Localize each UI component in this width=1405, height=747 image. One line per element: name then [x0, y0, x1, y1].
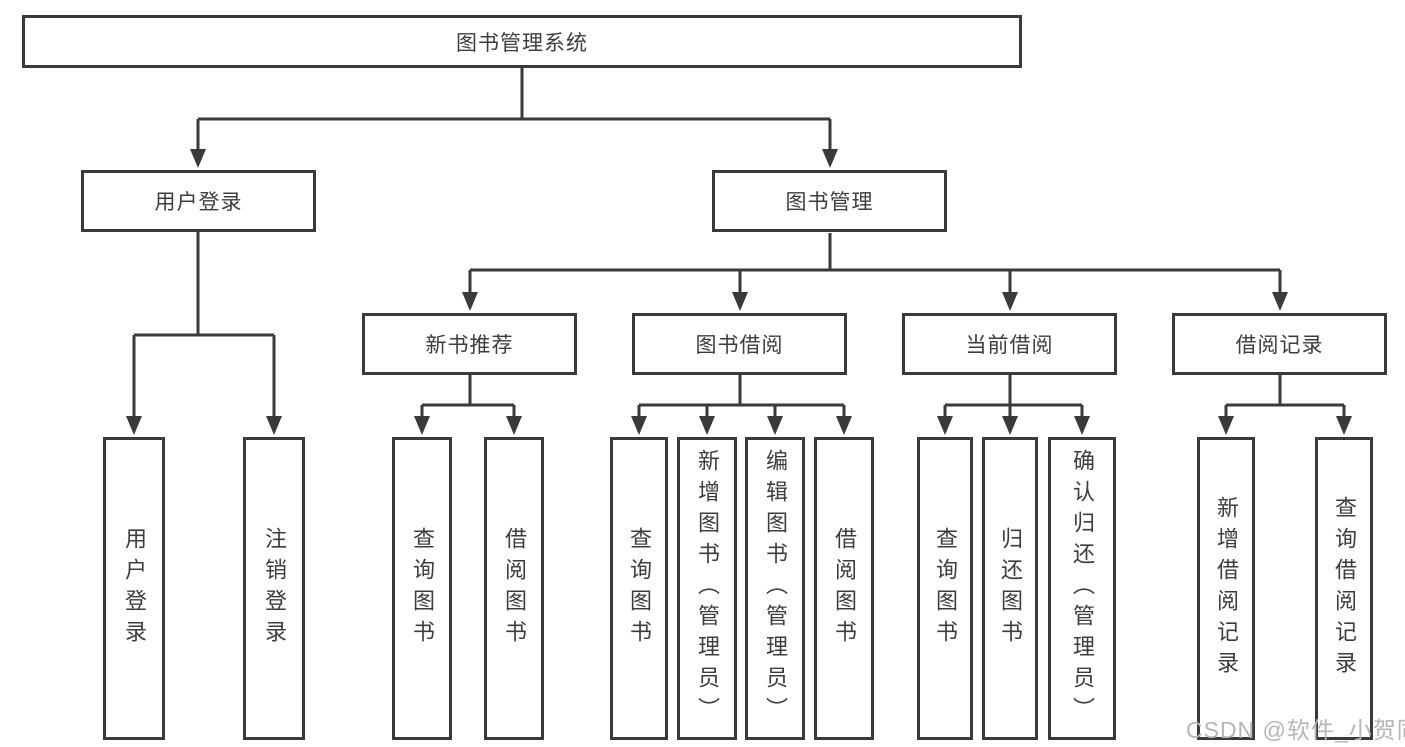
- arrowhead-icons: [126, 149, 1352, 435]
- leaf-query-borrow-record: 查询借阅记录: [1315, 437, 1373, 740]
- leaf-borrow-query-book: 查询图书: [610, 437, 668, 740]
- node-book-management: 图书管理: [712, 170, 947, 232]
- leaf-current-query-book: 查询图书: [917, 437, 973, 740]
- node-new-book-recommend: 新书推荐: [362, 313, 577, 375]
- leaf-return-book: 归还图书: [982, 437, 1038, 740]
- leaf-add-borrow-record: 新增借阅记录: [1197, 437, 1255, 740]
- leaf-user-login: 用户登录: [103, 437, 165, 740]
- leaf-logout: 注销登录: [243, 437, 305, 740]
- node-current-borrow: 当前借阅: [902, 313, 1117, 375]
- node-borrow-records: 借阅记录: [1172, 313, 1387, 375]
- leaf-confirm-return-admin: 确认归还（管理员）: [1048, 437, 1116, 740]
- leaf-edit-book-admin: 编辑图书（管理员）: [745, 437, 805, 740]
- leaf-borrow-book: 借阅图书: [814, 437, 874, 740]
- leaf-newbooks-query-book: 查询图书: [392, 437, 452, 740]
- node-root-library-system: 图书管理系统: [22, 15, 1022, 68]
- csdn-watermark: CSDN @软件_小贺同学: [1186, 717, 1405, 743]
- leaf-add-book-admin: 新增图书（管理员）: [677, 437, 737, 740]
- leaf-newbooks-borrow-book: 借阅图书: [484, 437, 544, 740]
- node-user-login: 用户登录: [81, 170, 316, 232]
- node-book-borrow: 图书借阅: [632, 313, 847, 375]
